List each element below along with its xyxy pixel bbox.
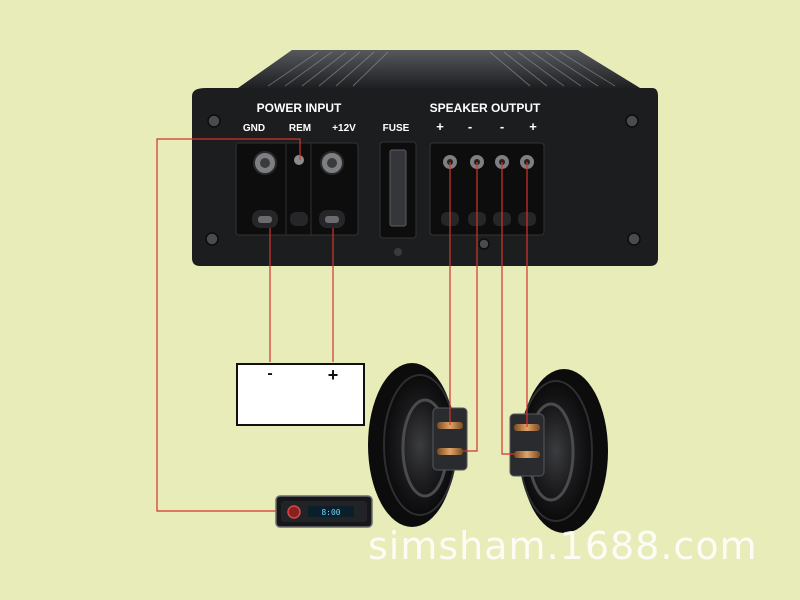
wire-rem-to-head-unit <box>156 138 301 512</box>
power-input-title: POWER INPUT <box>257 101 342 115</box>
right-speaker-terminals <box>514 424 540 458</box>
wire-speaker-out-3 <box>501 162 514 455</box>
gnd-terminal <box>252 151 278 228</box>
fuse-label: FUSE <box>383 123 410 134</box>
battery: - + <box>236 363 365 426</box>
battery-negative-label: - <box>267 365 272 382</box>
head-unit-volume-knob <box>287 505 301 519</box>
speaker-terminal-block <box>429 142 545 236</box>
right-speaker <box>509 369 608 533</box>
amplifier-heatsink <box>238 50 640 88</box>
panel-screws <box>205 114 641 250</box>
speaker-terminal-label-2: - <box>468 119 472 134</box>
left-speaker-terminals <box>437 422 463 455</box>
wire-speaker-out-2 <box>463 162 478 452</box>
head-unit-display: 8:00 <box>321 508 340 517</box>
gnd-label: GND <box>243 123 265 134</box>
fuse-holder <box>379 141 417 256</box>
speaker-output-title: SPEAKER OUTPUT <box>430 101 541 115</box>
speaker-terminal-label-1: + <box>436 119 444 134</box>
head-unit: 8:00 <box>275 495 373 528</box>
plus12v-terminal <box>319 151 345 228</box>
amplifier: POWER INPUT SPEAKER OUTPUT GND REM +12V … <box>192 50 658 266</box>
rem-terminal <box>290 155 308 226</box>
speaker-terminal-label-3: - <box>500 119 504 134</box>
battery-positive-label: + <box>328 365 339 385</box>
plus12v-label: +12V <box>332 123 356 134</box>
speaker-terminal-label-4: + <box>529 119 537 134</box>
left-speaker <box>368 363 468 527</box>
power-terminal-block <box>235 142 359 236</box>
watermark: simsham.1688.com <box>368 524 758 568</box>
rem-label: REM <box>289 123 311 134</box>
wires <box>156 138 528 512</box>
heatsink-fins <box>267 51 616 87</box>
